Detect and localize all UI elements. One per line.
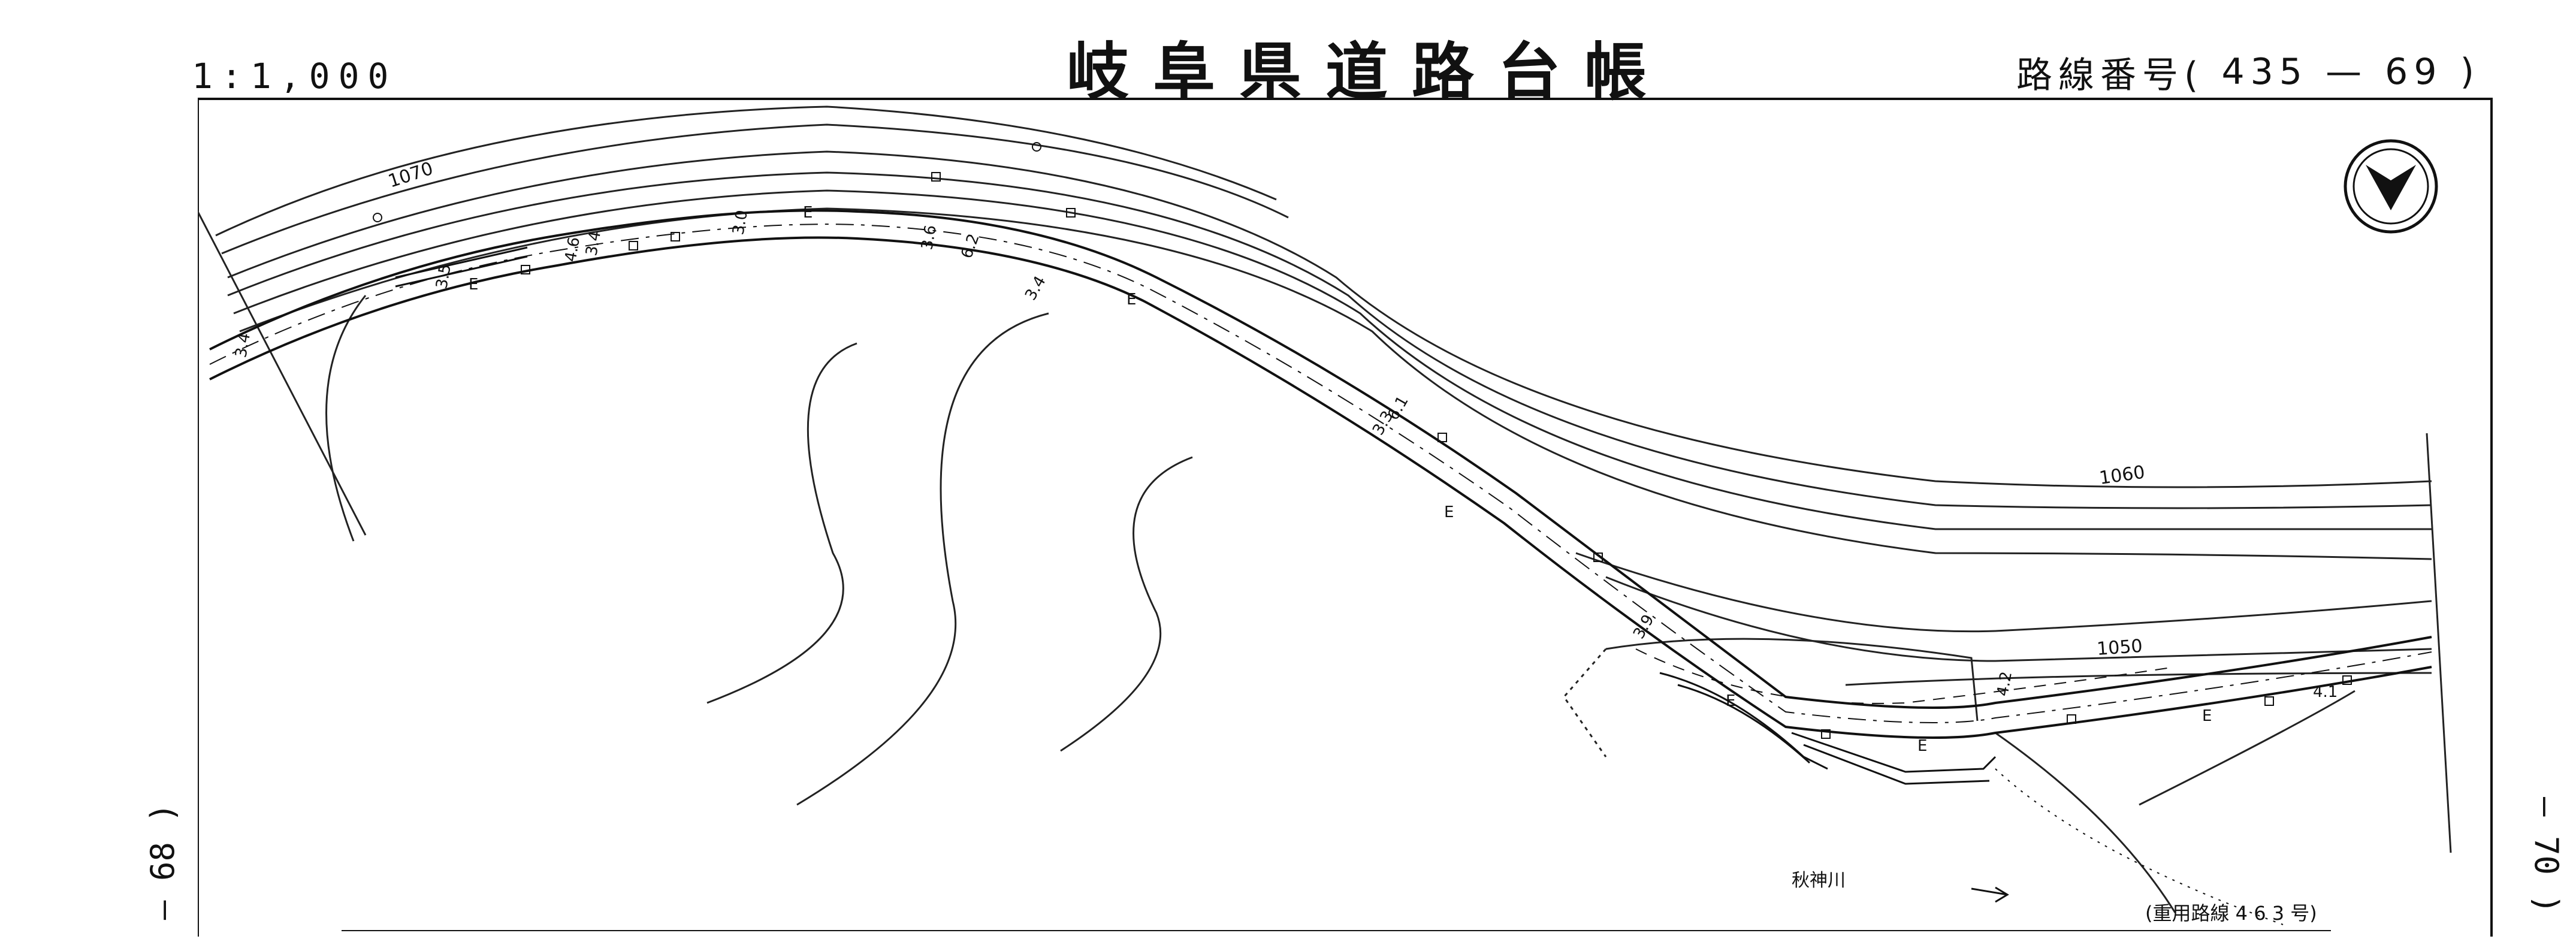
facility-mark: E [469,276,478,294]
facility-mark: E [1444,503,1454,521]
width-label: 4.6 [561,236,584,263]
width-label: 3.0 [729,209,751,236]
width-label: 6.2 [958,231,983,261]
page-title: 岐阜県道路台帳 [1067,34,1671,108]
route-separator: — [2326,51,2368,93]
survey-markers [373,142,2352,739]
route-number: 路線番号( 435 — 69 ) [2016,36,2480,108]
width-label: 3.4 [232,331,254,359]
boundary-lines [198,211,2452,853]
facility-mark: E [2202,707,2212,725]
map-scale: 1:1,000 [192,56,397,96]
route-prefix: 路線番号( [2016,54,2204,96]
map-frame [198,98,2493,937]
river-name: 秋神川 [1792,870,1846,891]
road-edges [209,209,2432,739]
facility-mark: E [1726,692,1735,710]
width-label: 3.6 [918,224,940,251]
facility-mark: E [1917,737,1927,755]
width-label: 3.4 [582,230,605,257]
width-label: 4.1 [2313,683,2338,701]
contour-label-1050: 1050 [2096,636,2143,660]
width-label: 4.2 [1994,670,2016,698]
contour-label-1060: 1060 [2098,462,2146,489]
route-sub-number: 69 [2385,51,2443,93]
route-main-number: 435 [2221,51,2308,93]
adjacent-sheet-left: — 68 ) [144,803,182,920]
road-map: 1070 1060 1050 3.4 3.5 4.6 3.4 3.0 3.6 6… [198,98,2493,937]
adjacent-sheet-right: — 70 ) [2527,797,2565,914]
facility-mark: E [803,204,813,222]
contour-lines [215,105,2432,913]
river-flow-arrow-icon [1971,886,2009,903]
width-label: 3.4 [1022,273,1050,304]
width-label: 3.5 [433,262,455,290]
north-arrow-icon [2344,139,2438,234]
route-suffix: ) [2460,51,2480,93]
overlap-route-note: (重用路線 4 6 3 号) [2145,902,2317,925]
retaining-walls [395,246,1997,785]
river-line [1995,768,2284,925]
facility-mark: E [1127,291,1136,309]
